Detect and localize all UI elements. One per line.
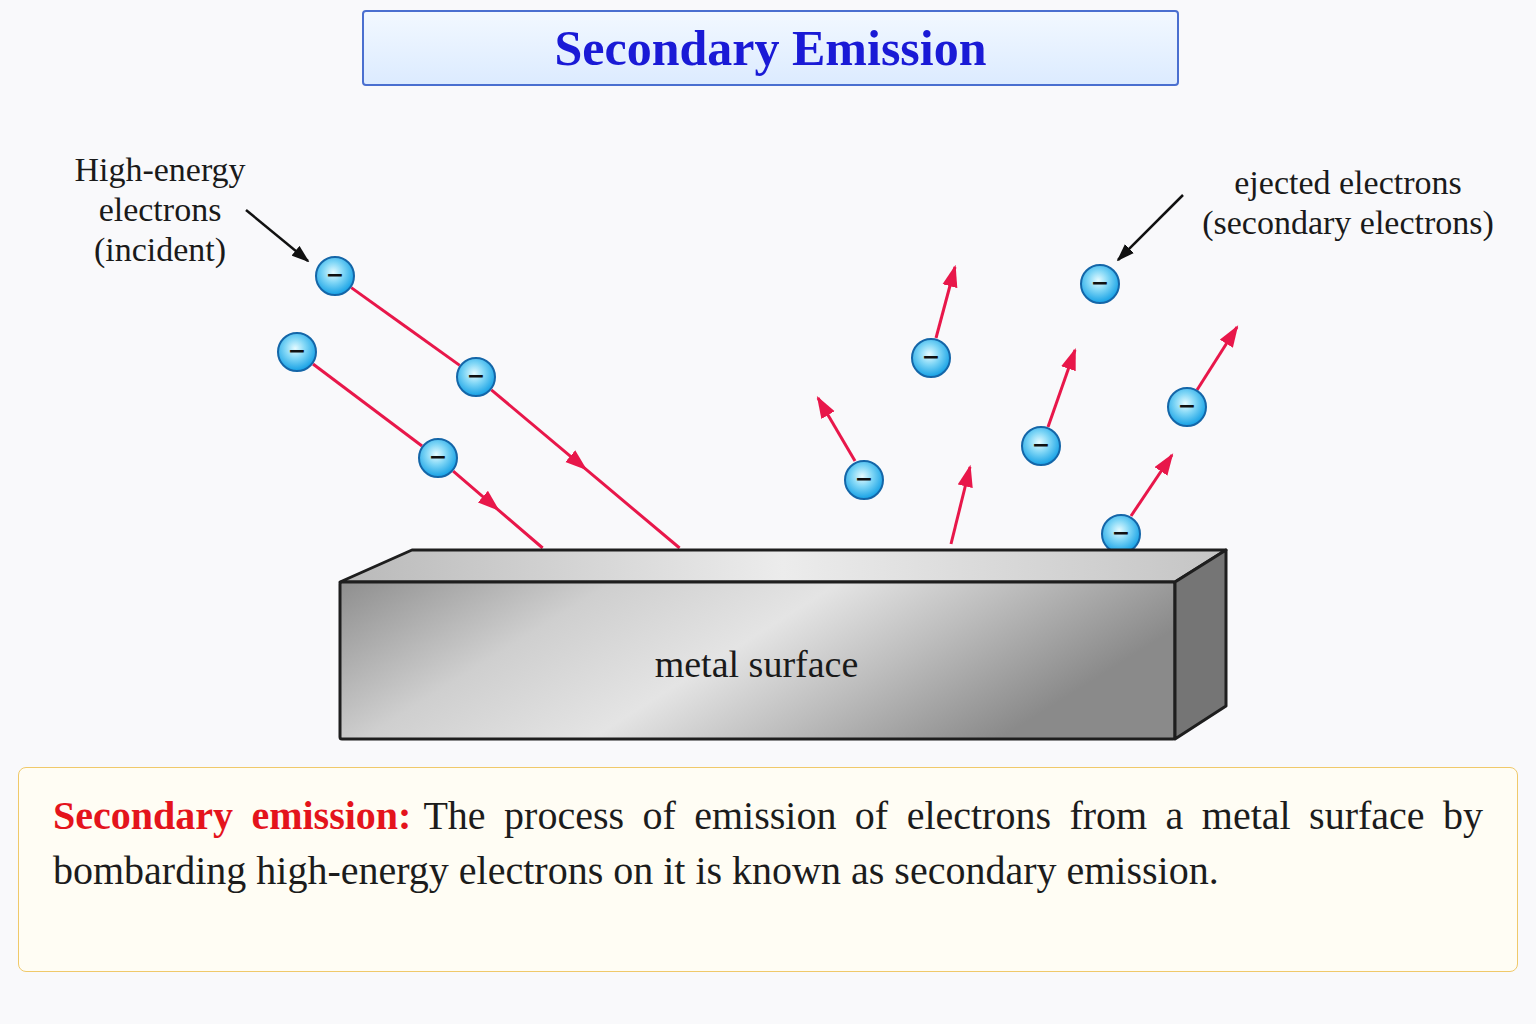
metal-top-face xyxy=(340,550,1226,582)
charge-sign: − xyxy=(1178,395,1196,417)
definition-box: Secondary emission:The process of emissi… xyxy=(18,767,1518,972)
emission-arrow xyxy=(1131,455,1172,516)
leader-arrow xyxy=(1118,195,1183,260)
metal-bar: metal surface xyxy=(338,548,1228,741)
electron-circle: − xyxy=(844,460,884,500)
electron-circle: − xyxy=(277,332,317,372)
incident-path xyxy=(313,364,422,446)
incident-path xyxy=(453,471,542,548)
electron-circle: − xyxy=(1080,264,1120,304)
emission-arrow xyxy=(818,398,855,461)
charge-sign: − xyxy=(326,264,344,286)
emission-arrow xyxy=(936,267,955,338)
emission-arrow xyxy=(1048,350,1075,427)
connector-layer xyxy=(313,288,680,548)
metal-side-face xyxy=(1175,550,1226,739)
charge-sign: − xyxy=(1112,522,1130,544)
charge-sign: − xyxy=(467,365,485,387)
callout-label: High-energy electrons (incident) xyxy=(55,150,265,270)
leader-arrow xyxy=(246,210,308,261)
title-box: Secondary Emission xyxy=(362,10,1179,86)
electron-circle: − xyxy=(1021,426,1061,466)
electron-circle: − xyxy=(911,338,951,378)
charge-sign: − xyxy=(1032,434,1050,456)
charge-sign: − xyxy=(429,446,447,468)
charge-sign: − xyxy=(288,340,306,362)
emission-arrow xyxy=(951,467,970,544)
incident-path xyxy=(351,288,459,366)
emission-arrow xyxy=(1197,327,1237,390)
title-text: Secondary Emission xyxy=(554,19,986,77)
part-label: metal surface xyxy=(338,642,1175,686)
charge-sign: − xyxy=(1091,272,1109,294)
electron-circle: − xyxy=(1167,387,1207,427)
callout-label: ejected electrons (secondary electrons) xyxy=(1172,163,1524,243)
incident-path xyxy=(491,390,679,548)
charge-sign: − xyxy=(922,346,940,368)
electron-circle: − xyxy=(418,438,458,478)
electron-circle: − xyxy=(1101,514,1141,554)
electron-circle: − xyxy=(456,357,496,397)
definition-text: Secondary emission:The process of emissi… xyxy=(53,788,1483,898)
definition-term: Secondary emission: xyxy=(53,793,411,838)
electron-circle: − xyxy=(315,256,355,296)
charge-sign: − xyxy=(855,468,873,490)
